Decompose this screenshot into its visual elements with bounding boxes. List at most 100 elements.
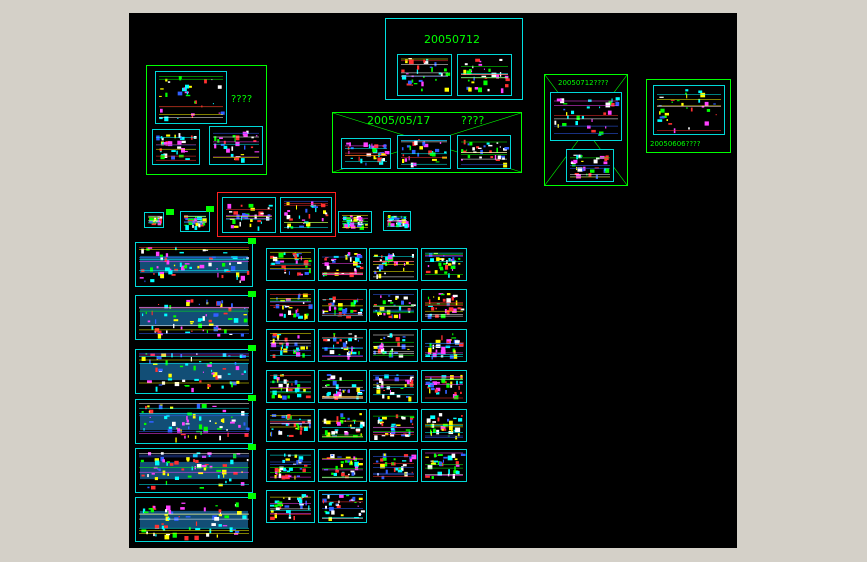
- drawing-thumbnail[interactable]: [266, 329, 315, 362]
- sheet-group-20050606[interactable]: 20050606????: [646, 79, 731, 153]
- drawing-thumbnail[interactable]: [566, 149, 614, 182]
- drawing-thumbnail[interactable]: [318, 370, 367, 403]
- long-sheet[interactable]: [135, 399, 253, 444]
- sheet-marker: [248, 291, 256, 297]
- drawing-thumbnail[interactable]: [369, 449, 418, 482]
- drawing-linework: [322, 454, 363, 479]
- drawing-thumbnail[interactable]: [421, 248, 467, 281]
- drawing-linework: [270, 453, 311, 480]
- drawing-thumbnail[interactable]: [180, 211, 210, 232]
- drawing-thumbnail[interactable]: [341, 138, 391, 169]
- drawing-thumbnail[interactable]: [653, 85, 725, 135]
- drawing-linework: [345, 142, 390, 166]
- drawing-thumbnail[interactable]: [550, 92, 622, 141]
- sheet-marker: [206, 206, 214, 212]
- drawing-thumbnail[interactable]: [318, 329, 367, 362]
- drawing-thumbnail[interactable]: [338, 211, 372, 233]
- drawing-thumbnail[interactable]: [266, 289, 315, 322]
- drawing-linework: [322, 493, 365, 521]
- sheet-marker: [248, 345, 256, 351]
- drawing-thumbnail[interactable]: [421, 329, 467, 362]
- drawing-thumbnail[interactable]: [144, 212, 164, 228]
- sheet-marker: [248, 395, 256, 401]
- drawing-thumbnail[interactable]: [369, 409, 418, 442]
- drawing-linework: [373, 453, 417, 480]
- long-sheet[interactable]: [135, 295, 253, 340]
- drawing-linework: [148, 215, 163, 226]
- sheet-group-20050712[interactable]: 20050712: [385, 18, 523, 100]
- drawing-linework: [139, 299, 249, 339]
- drawing-linework: [425, 413, 463, 440]
- drawing-thumbnail[interactable]: [369, 329, 418, 362]
- drawing-thumbnail[interactable]: [397, 135, 451, 169]
- drawing-thumbnail[interactable]: [369, 289, 418, 322]
- sheet-group-20050712-right[interactable]: 20050712????: [544, 74, 628, 186]
- drawing-linework: [387, 215, 410, 229]
- drawing-linework: [322, 374, 365, 400]
- drawing-thumbnail[interactable]: [222, 197, 276, 233]
- drawing-thumbnail[interactable]: [383, 211, 411, 231]
- drawing-linework: [425, 333, 464, 360]
- label-left-question: ????: [231, 94, 253, 105]
- drawing-linework: [425, 452, 466, 479]
- sheet-marker: [248, 444, 256, 450]
- drawing-linework: [139, 502, 249, 541]
- drawing-thumbnail[interactable]: [209, 126, 263, 165]
- drawing-linework: [284, 200, 329, 229]
- drawing-linework: [139, 246, 250, 283]
- drawing-thumbnail[interactable]: [318, 289, 367, 322]
- drawing-thumbnail[interactable]: [369, 370, 418, 403]
- drawing-linework: [270, 494, 311, 521]
- drawing-thumbnail[interactable]: [266, 490, 315, 523]
- long-sheet[interactable]: [135, 497, 253, 542]
- drawing-linework: [373, 253, 414, 280]
- drawing-linework: [461, 58, 510, 94]
- drawing-thumbnail[interactable]: [457, 135, 511, 169]
- drawing-linework: [139, 352, 249, 393]
- drawing-linework: [461, 139, 510, 168]
- drawing-linework: [156, 133, 197, 161]
- drawing-thumbnail[interactable]: [421, 289, 467, 322]
- sheet-group-left[interactable]: ????: [146, 65, 267, 175]
- drawing-linework: [373, 294, 416, 319]
- sheet-marker: [248, 238, 256, 244]
- drawing-thumbnail[interactable]: [318, 449, 367, 482]
- drawing-thumbnail[interactable]: [318, 409, 367, 442]
- drawing-linework: [657, 89, 721, 134]
- drawing-linework: [322, 296, 363, 319]
- drawing-linework: [322, 413, 365, 438]
- long-sheet[interactable]: [135, 242, 253, 287]
- drawing-linework: [213, 130, 260, 163]
- drawing-thumbnail[interactable]: [266, 248, 315, 281]
- drawing-linework: [184, 215, 207, 231]
- drawing-thumbnail[interactable]: [152, 129, 200, 165]
- long-sheet[interactable]: [135, 448, 253, 493]
- drawing-linework: [139, 403, 250, 443]
- drawing-thumbnail[interactable]: [457, 54, 512, 96]
- drawing-thumbnail[interactable]: [155, 71, 227, 124]
- drawing-thumbnail[interactable]: [266, 370, 315, 403]
- drawing-linework: [570, 154, 610, 179]
- drawing-linework: [322, 333, 363, 360]
- drawing-thumbnail[interactable]: [318, 490, 367, 523]
- sheet-group-20050517[interactable]: 2005/05/17 ????: [332, 112, 522, 173]
- drawing-thumbnail[interactable]: [266, 409, 315, 442]
- drawing-thumbnail[interactable]: [421, 449, 467, 482]
- drawing-thumbnail[interactable]: [266, 449, 315, 482]
- drawing-thumbnail[interactable]: [369, 248, 418, 281]
- drawing-linework: [373, 333, 414, 358]
- drawing-thumbnail[interactable]: [397, 54, 452, 96]
- selected-sheet-group[interactable]: [217, 192, 336, 237]
- cad-model-space[interactable]: 20050712 ???? 2005/05/17 ???? 20050712??…: [129, 13, 737, 548]
- drawing-thumbnail[interactable]: [421, 370, 467, 403]
- label-20050606: 20050606????: [650, 140, 701, 148]
- drawing-linework: [425, 374, 463, 400]
- drawing-thumbnail[interactable]: [318, 248, 367, 281]
- drawing-thumbnail[interactable]: [280, 197, 332, 233]
- sheet-marker: [166, 209, 174, 215]
- drawing-linework: [425, 293, 465, 319]
- long-sheet[interactable]: [135, 349, 253, 394]
- drawing-thumbnail[interactable]: [421, 409, 467, 442]
- drawing-linework: [139, 452, 249, 490]
- drawing-linework: [270, 374, 311, 400]
